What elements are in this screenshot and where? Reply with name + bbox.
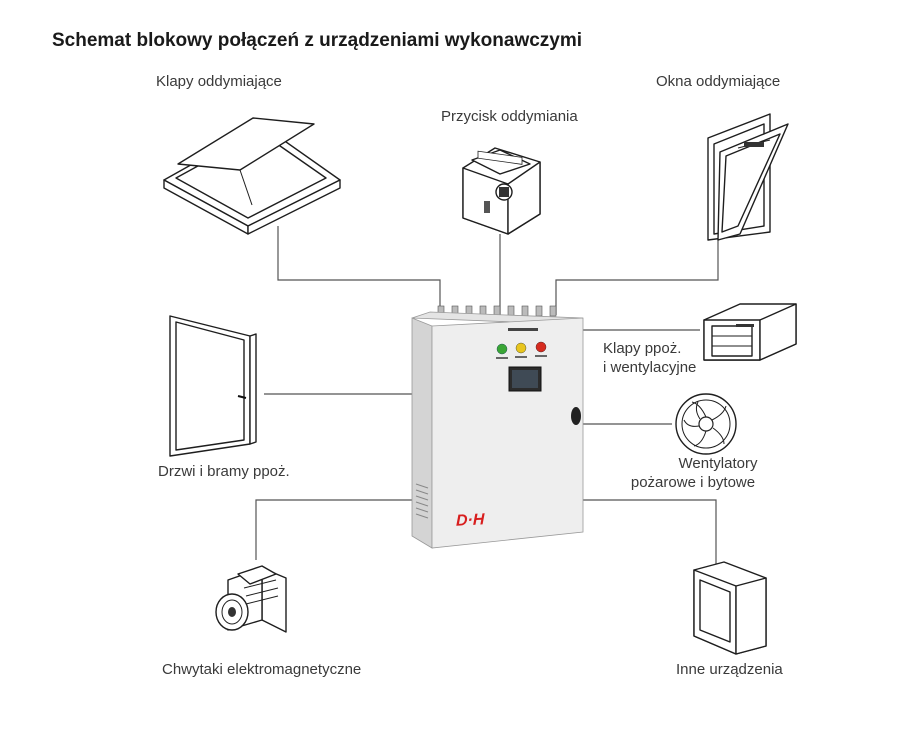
- control-panel: [411, 305, 584, 549]
- label-fans-1: Wentylatory: [678, 455, 758, 472]
- door-icon: [169, 315, 257, 457]
- yellow-lamp: [515, 342, 527, 354]
- label-smoke-windows: Okna oddymiające: [656, 73, 781, 90]
- line-holders: [255, 499, 412, 560]
- line-other: [583, 499, 717, 565]
- label-doors: Drzwi i bramy ppoż.: [158, 463, 290, 480]
- label-fire-dampers-1: Klapy ppoż.: [603, 340, 682, 357]
- red-lamp: [535, 341, 547, 353]
- diagram-title: Schemat blokowy połączeń z urządzeniami …: [52, 30, 583, 51]
- other-device-icon: [693, 561, 767, 655]
- cable-glands: [437, 305, 557, 317]
- fire-damper-icon: [703, 303, 797, 361]
- smoke-button-icon: [462, 147, 541, 235]
- smoke-window-icon: [707, 113, 789, 241]
- panel-logo: D·H: [456, 511, 485, 530]
- panel-vent: [415, 483, 429, 519]
- label-smoke-button: Przycisk oddymiania: [441, 108, 578, 125]
- line-smoke-hatches: [277, 226, 441, 315]
- label-other: Inne urządzenia: [676, 661, 783, 678]
- connection-lines: [255, 226, 719, 565]
- green-lamp: [496, 343, 508, 355]
- panel-lock: [571, 407, 581, 425]
- label-holders: Chwytaki elektromagnetyczne: [162, 661, 362, 678]
- label-smoke-hatches: Klapy oddymiające: [156, 73, 282, 90]
- label-fire-dampers-2: i wentylacyjne: [603, 359, 697, 376]
- fan-icon: [675, 393, 737, 455]
- label-fans-2: pożarowe i bytowe: [630, 474, 756, 491]
- smoke-hatch-icon: [163, 117, 341, 235]
- electromagnetic-holder-icon: [215, 565, 287, 633]
- line-smoke-windows: [555, 240, 719, 315]
